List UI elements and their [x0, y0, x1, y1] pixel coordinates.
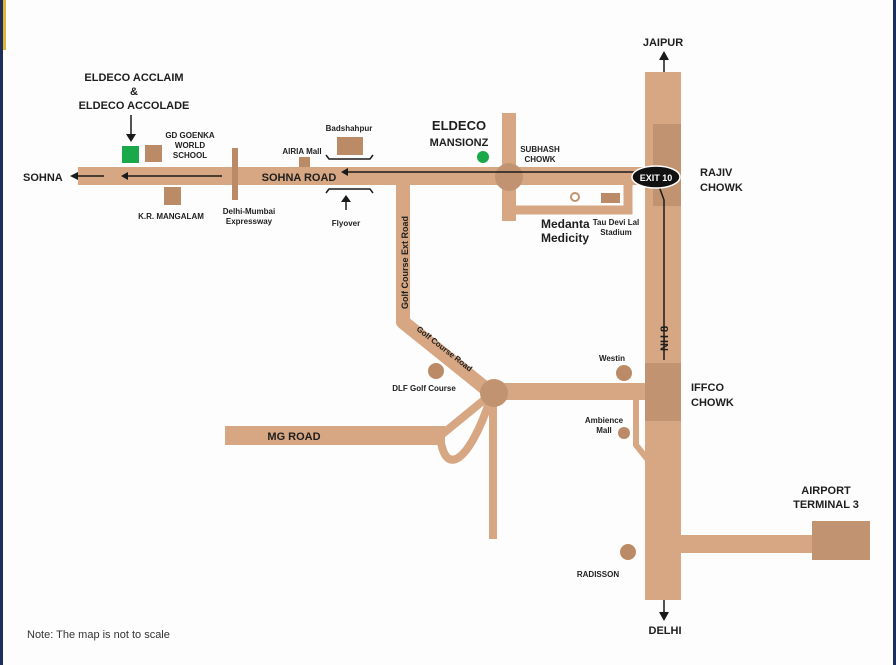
eldeco-acclaim-label: ELDECO ACCLAIM — [84, 72, 183, 84]
ambience-mall-label-2: Mall — [596, 426, 612, 435]
landmarks — [122, 137, 636, 560]
subhash-chowk-label-1: SUBHASH — [520, 145, 560, 154]
iffco-chowk-label-2: CHOWK — [691, 397, 734, 409]
ambience-connector-road — [633, 400, 651, 462]
rajiv-chowk-segment — [653, 124, 681, 206]
sohna-road-label: SOHNA ROAD — [262, 172, 337, 184]
arrowhead-acclaim — [126, 134, 136, 142]
exit-10-label: EXIT 10 — [640, 173, 673, 183]
medanta-loop-road — [516, 185, 633, 215]
golf-course-junction — [480, 379, 508, 407]
golf-course-road-label: Golf Course Road — [415, 324, 474, 373]
ambience-mall-marker — [618, 427, 630, 439]
eldeco-mansionz-label-1: ELDECO — [432, 118, 486, 133]
mg-road-label: MG ROAD — [267, 431, 320, 443]
arrowhead-to-sohna — [70, 172, 78, 180]
golf-course-ext-road — [396, 185, 495, 398]
iffco-chowk-segment — [645, 363, 681, 421]
nh8-label: NH 8 — [659, 326, 671, 351]
sohna-label: SOHNA — [23, 172, 63, 184]
rajiv-chowk-label-2: CHOWK — [700, 182, 743, 194]
rajiv-chowk-label-1: RAJIV — [700, 167, 733, 179]
jaipur-label: JAIPUR — [643, 37, 683, 49]
airia-mall-label: AIRIA Mall — [282, 147, 321, 156]
arrow-heads — [70, 51, 669, 621]
flyover-bracket-bottom — [325, 188, 374, 194]
ambience-mall-label-1: Ambience — [585, 416, 624, 425]
corner-accent — [0, 0, 6, 50]
airport-terminal-block — [812, 521, 870, 560]
ampersand-label: & — [130, 86, 138, 98]
mg-road-loop — [436, 396, 494, 464]
medanta-label-2: Medicity — [541, 231, 589, 245]
arrowhead-flyover — [341, 195, 351, 202]
golf-course-road-east — [494, 383, 646, 400]
arrowhead-west — [121, 172, 128, 180]
kr-mangalam-block — [164, 187, 181, 205]
delhi-mumbai-label-1: Delhi-Mumbai — [223, 207, 275, 216]
badshahpur-block — [337, 137, 363, 155]
kr-mangalam-label: K.R. MANGALAM — [138, 212, 204, 221]
eldeco-acclaim-marker — [122, 146, 139, 163]
delhi-mumbai-label-2: Expressway — [226, 217, 273, 226]
route-arrows — [78, 58, 665, 614]
subhash-chowk-junction — [495, 163, 523, 191]
flyover-label: Flyover — [332, 219, 360, 228]
iffco-chowk-label-1: IFFCO — [691, 382, 724, 394]
golf-course-ext-road-label: Golf Course Ext Road — [400, 216, 410, 309]
flyover-bracket-top — [325, 154, 374, 160]
south-stub-road — [489, 393, 497, 539]
radisson-marker — [620, 544, 636, 560]
gd-goenka-label-2: WORLD — [175, 141, 205, 150]
frame-left-edge — [0, 0, 3, 665]
tau-devi-lal-label-2: Stadium — [600, 228, 632, 237]
medanta-label-1: Medanta — [541, 217, 590, 231]
arrowhead-jaipur — [659, 51, 669, 60]
airport-label-2: TERMINAL 3 — [793, 499, 859, 511]
tau-devi-lal-label-1: Tau Devi Lal — [593, 218, 640, 227]
airport-label-1: AIRPORT — [801, 485, 851, 497]
arrowhead-delhi — [659, 612, 669, 621]
subhash-chowk-label-2: CHOWK — [524, 155, 555, 164]
airia-mall-block — [299, 157, 310, 167]
expressway-bar — [232, 148, 238, 200]
junctions — [480, 124, 870, 560]
eldeco-mansionz-marker — [477, 151, 489, 163]
eldeco-mansionz-label-2: MANSIONZ — [430, 137, 489, 149]
tau-devi-lal-block — [601, 193, 620, 203]
arrowhead-sohna-road — [341, 168, 348, 176]
westin-marker — [616, 365, 632, 381]
gd-goenka-label-1: GD GOENKA — [165, 131, 215, 140]
dlf-golf-course-marker — [428, 363, 444, 379]
westin-label: Westin — [599, 354, 625, 363]
mg-road — [225, 426, 445, 445]
eldeco-accolade-label: ELDECO ACCOLADE — [79, 100, 190, 112]
dlf-golf-course-label: DLF Golf Course — [392, 384, 456, 393]
gd-goenka-block — [145, 145, 162, 162]
exit-10-badge — [631, 165, 681, 189]
gd-goenka-label-3: SCHOOL — [173, 151, 207, 160]
medanta-marker — [570, 192, 580, 202]
scale-note: Note: The map is not to scale — [27, 629, 170, 641]
badshahpur-label: Badshahpur — [326, 124, 373, 133]
frame-right-edge — [893, 0, 896, 665]
airport-road — [674, 535, 814, 553]
radisson-label: RADISSON — [577, 570, 619, 579]
flyover-brackets — [325, 154, 374, 194]
delhi-label: DELHI — [649, 625, 682, 637]
